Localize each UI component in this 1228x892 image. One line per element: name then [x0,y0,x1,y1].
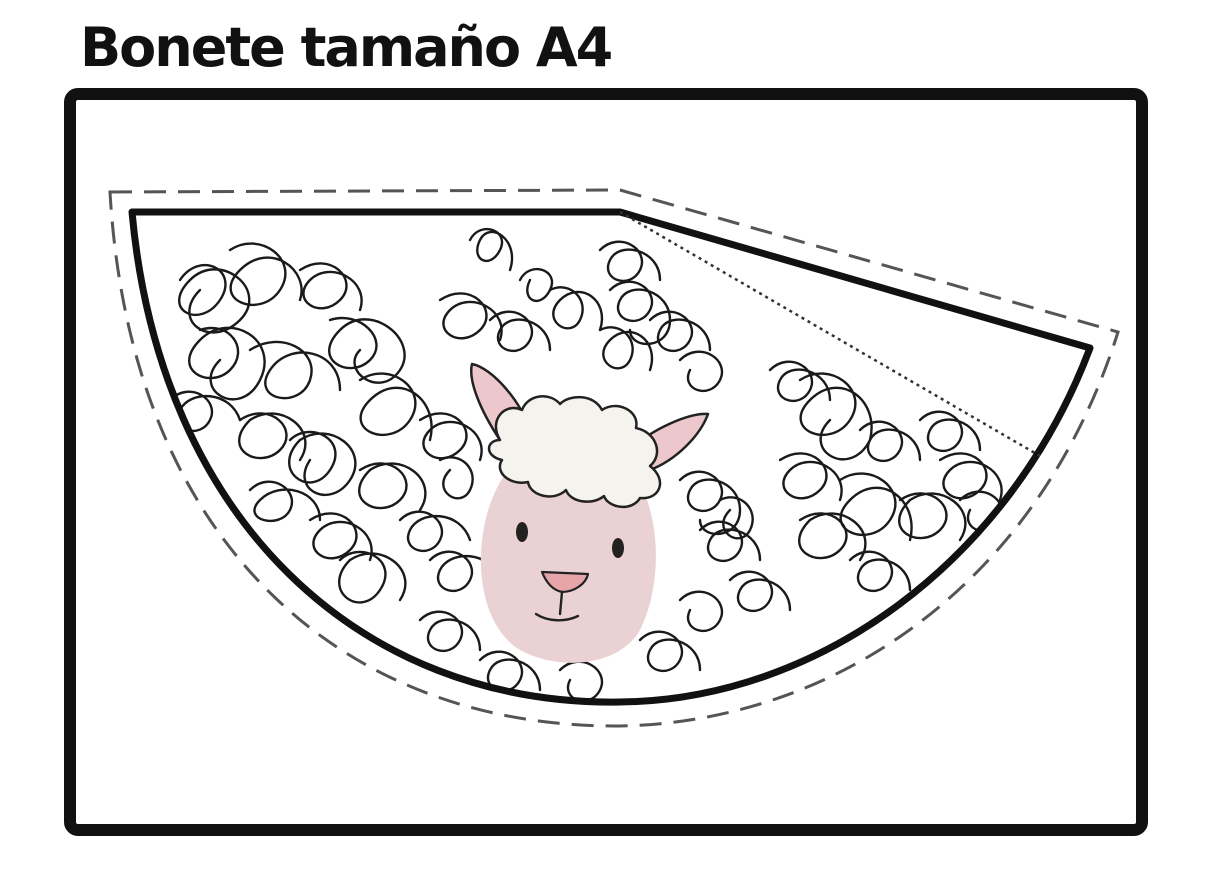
left-eye [516,522,528,542]
page-frame [64,88,1148,836]
hat-cut-outline [128,208,1094,706]
right-eye [612,538,624,558]
sheep-wool-tuft [487,395,662,508]
wool-curl-pattern [168,228,1004,702]
page-title: Bonete tamaño A4 [80,16,613,79]
dashed-cut-guide [108,188,1120,728]
sheep-illustration [470,362,710,663]
sheep-mouth [534,590,580,622]
